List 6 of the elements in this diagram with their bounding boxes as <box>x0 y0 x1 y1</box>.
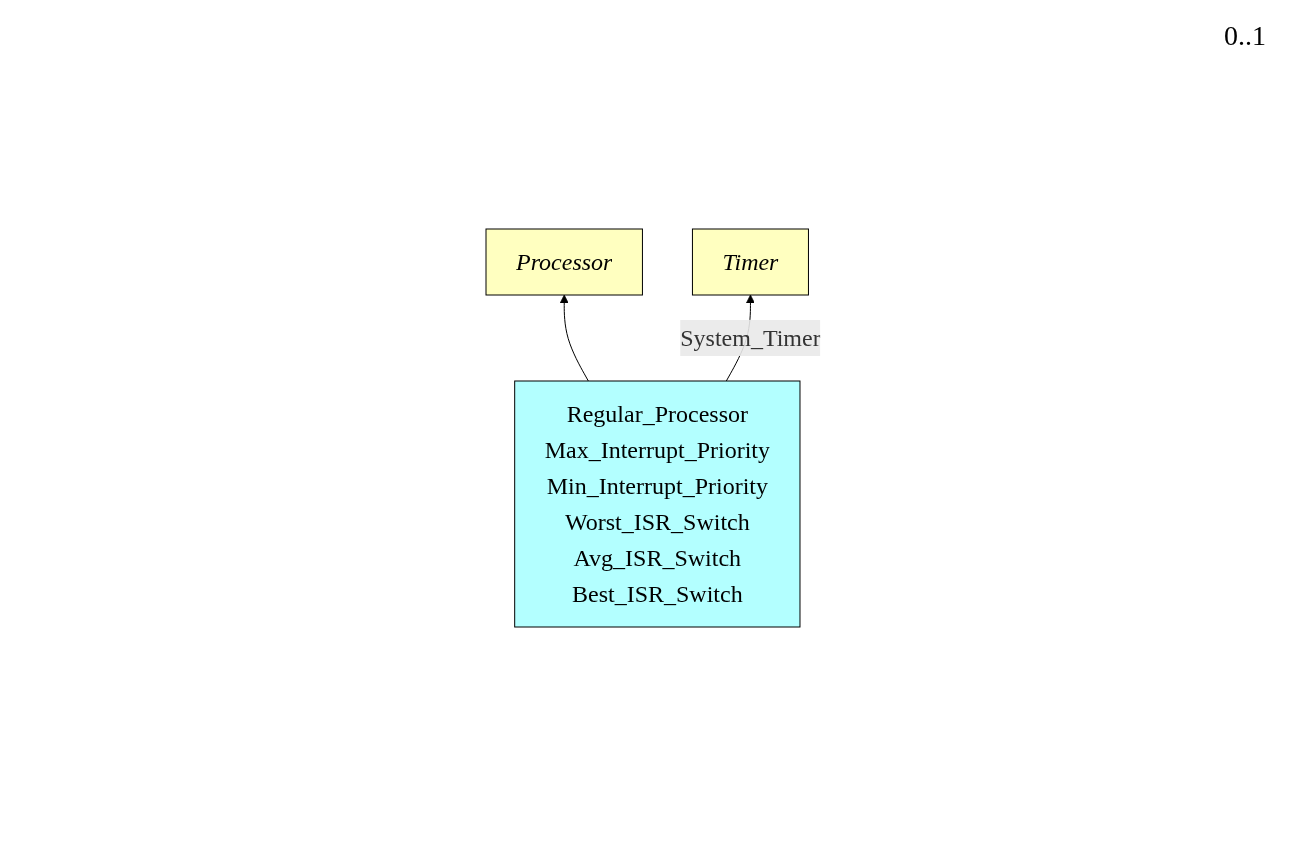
arrow <box>559 294 589 381</box>
node-box: Processor <box>485 228 643 295</box>
edge-label: System_Timer <box>679 324 821 351</box>
node-box: Timer <box>691 228 809 295</box>
node-box: Regular_Processor Max_Interrupt_Priority Min_Interrupt_Priority Worst_ISR_Switch Avg_ISR_Switch Best_ISR_Switch <box>513 380 801 627</box>
multiplicity-label: 0..1 <box>1224 20 1266 52</box>
